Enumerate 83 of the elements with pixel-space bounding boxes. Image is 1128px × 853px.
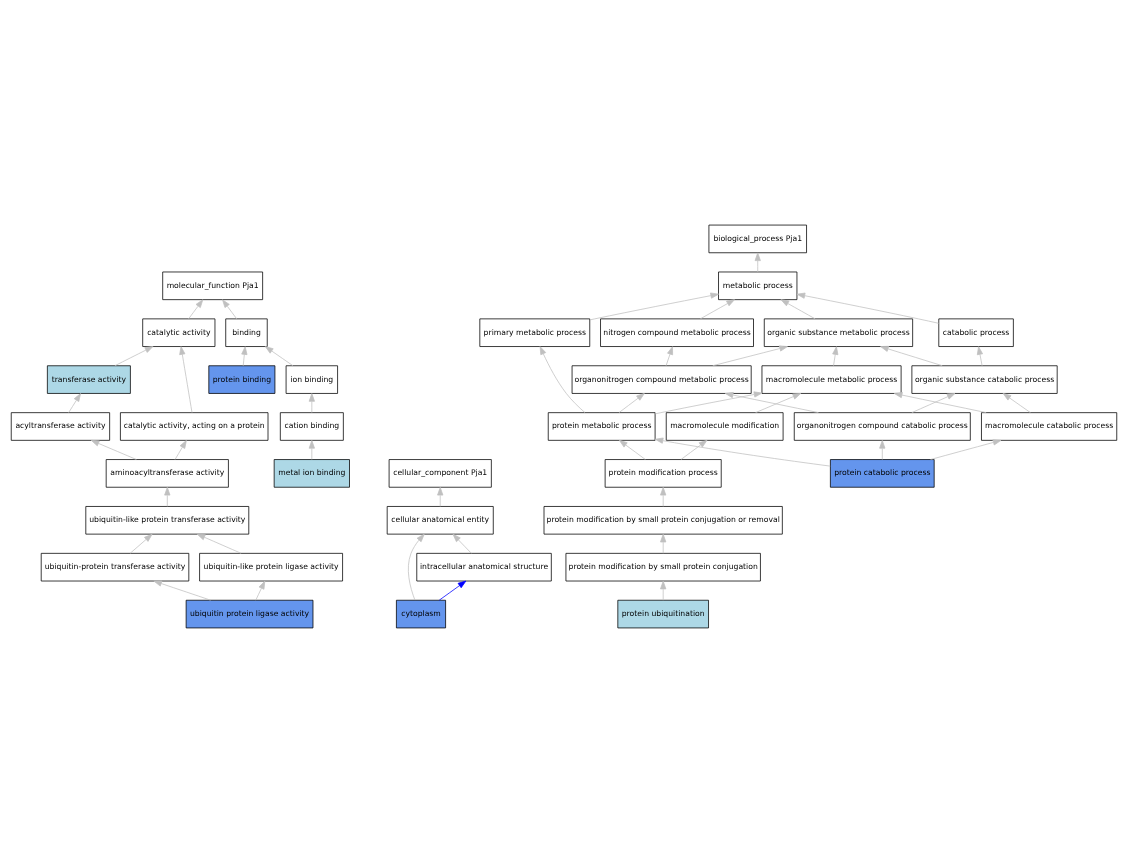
arrow — [654, 391, 763, 415]
arrow — [129, 533, 153, 554]
node-box: cation binding — [279, 412, 344, 441]
node-box: metal ion binding — [273, 459, 350, 488]
node-box: protein catabolic process — [830, 459, 935, 488]
arrow — [114, 346, 154, 367]
arrow — [976, 346, 983, 367]
node-box: metabolic process — [718, 271, 798, 301]
node-box: organic substance catabolic process — [911, 365, 1058, 394]
arrow — [660, 580, 667, 601]
arrow — [68, 393, 81, 413]
arrow — [437, 487, 444, 507]
node-box: ubiquitin protein ligase activity — [185, 599, 314, 629]
arrow — [153, 580, 212, 601]
arrow — [589, 292, 719, 321]
arrow — [660, 487, 667, 507]
node-box: protein metabolic process — [547, 412, 656, 441]
node-box: catalytic activity, acting on a protein — [120, 412, 269, 441]
arrow — [196, 533, 242, 554]
arrow — [665, 346, 673, 367]
node-box: organic substance metabolic process — [763, 318, 914, 347]
node-box: molecular_function Pja1 — [162, 271, 263, 301]
arrow — [308, 440, 315, 460]
node-box: protein modification by small protein conjugation — [565, 552, 761, 582]
node-box: binding — [225, 318, 268, 347]
node-box: cytoplasm — [396, 599, 446, 629]
node-box: macromolecule metabolic process — [761, 365, 902, 394]
node-box: biological_process Pja1 — [708, 224, 807, 254]
node-box: nitrogen compound metabolic process — [600, 318, 754, 347]
node-box: transferase activity — [47, 365, 131, 394]
arrow — [188, 299, 204, 320]
arrow — [438, 580, 467, 601]
arrow — [255, 580, 266, 601]
node-box: catabolic process — [938, 318, 1014, 347]
arrow — [660, 533, 667, 554]
arrow — [680, 439, 708, 460]
node-box: acyltransferase activity — [10, 412, 111, 441]
arrow — [90, 439, 137, 460]
node-box: protein modification by small protein conjugation or removal — [543, 506, 783, 535]
arrow — [654, 437, 831, 467]
node-box: organonitrogen compound metabolic process — [571, 365, 752, 394]
arrow — [712, 345, 788, 367]
node-box: primary metabolic process — [479, 318, 591, 347]
node-box: aminoacyltransferase activity — [105, 459, 229, 488]
arrow — [893, 392, 987, 413]
node-box: organonitrogen compound catabolic process — [793, 412, 971, 441]
arrow — [179, 346, 193, 413]
arrow — [308, 393, 315, 413]
node-box: intracellular anatomical structure — [416, 552, 552, 582]
arrow — [264, 346, 294, 367]
arrow — [796, 292, 939, 324]
arrow — [879, 440, 886, 460]
arrow — [724, 392, 819, 413]
arrow — [880, 345, 943, 367]
arrow — [452, 533, 472, 554]
node-box: ubiquitin-protein transferase activity — [40, 552, 190, 582]
node-box: ubiquitin-like protein ligase activity — [199, 552, 343, 582]
node-box: protein ubiquitination — [617, 599, 709, 629]
arrow — [911, 393, 956, 413]
arrow — [699, 299, 735, 320]
node-box: macromolecule catabolic process — [981, 412, 1118, 441]
node-box: cellular anatomical entity — [386, 506, 494, 535]
arrow — [832, 346, 839, 367]
arrow — [1002, 393, 1031, 413]
arrow — [174, 440, 187, 460]
arrow — [754, 252, 761, 273]
node-box: ion binding — [285, 365, 338, 394]
arrow — [618, 393, 645, 413]
node-box: cellular_component Pja1 — [388, 459, 492, 488]
node-box: protein modification process — [604, 459, 722, 488]
node-box: catalytic activity — [142, 318, 216, 347]
arrow — [222, 299, 238, 320]
arrow — [539, 346, 586, 414]
node-box: ubiquitin-like protein transferase activity — [85, 506, 250, 535]
arrow — [407, 533, 425, 601]
arrow — [930, 439, 1002, 460]
arrow — [164, 487, 171, 507]
arrow — [619, 439, 646, 460]
arrow — [780, 299, 816, 320]
arrow — [755, 393, 802, 413]
arrow — [241, 346, 248, 367]
node-box: macromolecule modification — [665, 412, 784, 441]
node-box: protein binding — [208, 365, 276, 394]
